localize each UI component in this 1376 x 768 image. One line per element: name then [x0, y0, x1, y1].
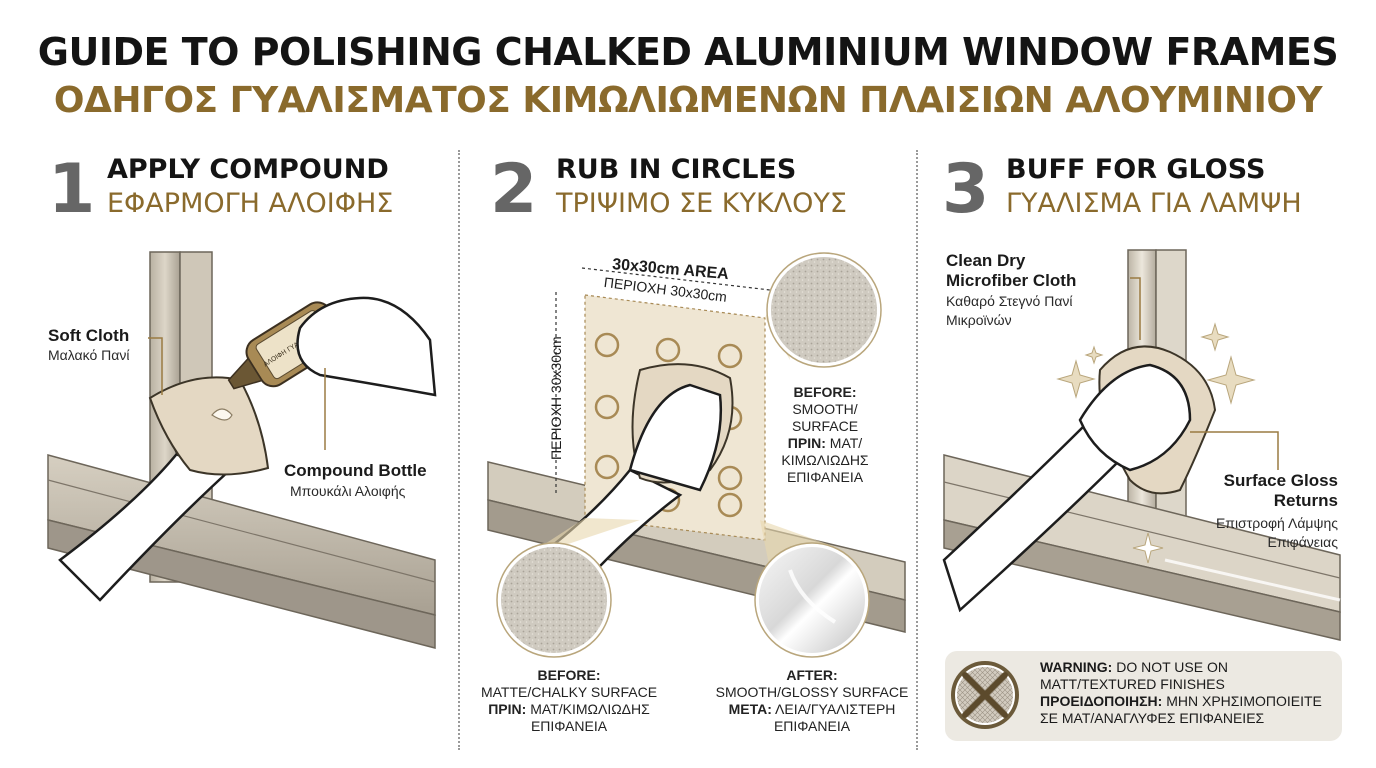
before-label-greek: ΠΡΙΝ: — [488, 701, 527, 717]
surface-gloss-label-greek: Επιστροφή Λάμψης Επιφάνειας — [1215, 515, 1338, 550]
after-label: AFTER: — [786, 667, 838, 683]
before-text: MATTE/CHALKY SURFACE — [480, 684, 658, 700]
column-divider — [916, 150, 918, 750]
before-label: BEFORE: — [537, 667, 601, 683]
surface-gloss-label: Surface Gloss Returns — [1223, 471, 1338, 510]
page-title-greek: ΟΔΗΓΟΣ ΓΥΑΛΙΣΜΑΤΟΣ ΚΙΜΩΛΙΩΜΕΝΩΝ ΠΛΑΙΣΙΩΝ… — [53, 80, 1323, 121]
after-caption: AFTER: SMOOTH/GLOSSY SURFACE ΜΕΤΑ: ΛΕΙΑ/… — [712, 667, 912, 735]
microfiber-cloth-label: Clean Dry Microfiber Cloth — [946, 251, 1077, 290]
soft-cloth-label-greek: Μαλακό Πανί — [48, 347, 130, 363]
step-2-title: RUB IN CIRCLES — [556, 154, 797, 185]
warning-label-greek: ΠΡΟΕΙΔΟΠΟΙΗΣΗ: — [1040, 693, 1163, 709]
before-top-label: BEFORE: — [793, 384, 857, 400]
before-top-label-greek: ΠΡΙΝ: — [787, 435, 826, 451]
compound-bottle-label-greek: Μπουκάλι Αλοιφής — [290, 483, 406, 499]
before-top-text-greek: ΜΑΤ/ ΚΙΜΩΛΙΩΔΗΣ ΕΠΙΦΑΝΕΙΑ — [781, 435, 869, 485]
step-2-title-greek: ΤΡΙΨΙΜΟ ΣΕ ΚΥΚΛΟΥΣ — [556, 188, 847, 219]
step-3-title: BUFF FOR GLOSS — [1006, 154, 1266, 185]
step-1-title: APPLY COMPOUND — [107, 154, 389, 185]
step-1-title-greek: ΕΦΑΡΜΟΓΗ ΑΛΟΙΦΗΣ — [107, 188, 394, 219]
after-text-greek: ΛΕΙΑ/ΓΥΑΛΙΣΤΕΡΗ ΕΠΙΦΑΝΕΙΑ — [773, 701, 896, 734]
warning-label: WARNING: — [1040, 659, 1113, 675]
page-title: GUIDE TO POLISHING CHALKED ALUMINIUM WIN… — [37, 30, 1339, 74]
step-1-number: 1 — [48, 150, 96, 229]
warning-text: WARNING: DO NOT USE ON MATT/TEXTURED FIN… — [1040, 659, 1340, 727]
before-top-text: SMOOTH/ SURFACE — [791, 401, 859, 434]
step-3-title-greek: ΓΥΑΛΙΣΜΑ ΓΙΑ ΛΑΜΨΗ — [1006, 188, 1302, 219]
warning-text-en: DO NOT USE ON MATT/TEXTURED FINISHES — [1040, 659, 1228, 692]
before-top-caption: BEFORE: SMOOTH/ SURFACE ΠΡΙΝ: ΜΑΤ/ ΚΙΜΩΛ… — [770, 384, 880, 486]
soft-cloth-label: Soft Cloth — [48, 326, 130, 345]
step-2-number: 2 — [490, 150, 538, 229]
before-caption: BEFORE: MATTE/CHALKY SURFACE ΠΡΙΝ: ΜΑΤ/Κ… — [474, 667, 664, 735]
column-divider — [458, 150, 460, 750]
warning-text-greek: ΜΗΝ ΧΡΗΣΙΜΟΠΟΙΕΙΤΕ ΣΕ ΜΑΤ/ΑΝΑΓΛΥΦΕΣ ΕΠΙΦ… — [1040, 693, 1322, 726]
microfiber-cloth-label-greek: Καθαρό Στεγνό Πανί Μικροϊνών — [946, 293, 1073, 328]
step-3-number: 3 — [942, 150, 990, 229]
before-text-greek: ΜΑΤ/ΚΙΜΩΛΙΩΔΗΣ ΕΠΙΦΑΝΕΙΑ — [530, 701, 650, 734]
compound-bottle-label: Compound Bottle — [284, 461, 427, 480]
after-text: SMOOTH/GLOSSY SURFACE — [715, 684, 909, 700]
after-label-greek: ΜΕΤΑ: — [728, 701, 772, 717]
sparkle-icon — [1056, 322, 1256, 564]
